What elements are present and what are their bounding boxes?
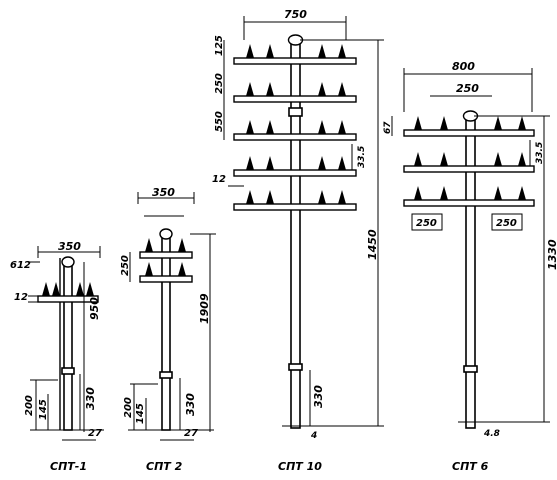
dim-height: 1330	[546, 239, 557, 270]
insulator-rows	[246, 44, 346, 204]
dim-box-left	[411, 213, 443, 231]
dim-box-right	[491, 213, 523, 231]
dim-tier-gap: 250	[120, 255, 131, 276]
figure-caption: СПТ 6	[452, 460, 489, 473]
pole-joint	[288, 107, 303, 117]
dim-top: 125	[214, 35, 225, 56]
dim-top-width: 750	[284, 8, 307, 21]
dim-base: 4	[310, 431, 317, 441]
cross-arm	[403, 129, 535, 137]
cross-arm	[403, 199, 535, 207]
insulator-rows	[414, 116, 526, 200]
insulator-icon	[76, 282, 84, 296]
dim-cross-gap: 12	[212, 174, 226, 185]
pole-shaft	[161, 233, 171, 431]
insulator-icon	[42, 282, 50, 296]
pole-cap	[159, 228, 173, 240]
pole-joint	[288, 363, 303, 371]
pole-joint	[61, 367, 75, 375]
insulator-icon	[246, 190, 346, 204]
cross-arm	[403, 165, 535, 173]
pole-cap	[61, 256, 75, 268]
dim-lower: 330	[184, 393, 197, 416]
insulator-row	[145, 238, 186, 276]
figure-caption: СПТ-1	[50, 460, 87, 473]
cross-arm	[233, 203, 357, 211]
dim-mid-width: 250	[456, 82, 479, 95]
dim-lower-mid: 145	[38, 399, 49, 420]
dim-lower-left: 200	[123, 397, 134, 418]
pole-joint	[463, 365, 478, 373]
figure-spt-2: 350 250 1909 330 200 145 27 СПТ 2	[120, 186, 216, 473]
dim-tier-a: 250	[214, 73, 225, 94]
insulator-icon	[52, 282, 60, 296]
insulator-icon	[246, 82, 346, 96]
cross-arm-upper	[139, 251, 193, 259]
insulator-icon	[246, 44, 346, 58]
figure-spt-6: 800 250 67 33.5 250 250 1330 4.8 СПТ 6	[383, 60, 557, 473]
dim-lower: 330	[312, 385, 325, 408]
pole-shaft	[465, 115, 476, 429]
cross-arm	[233, 133, 357, 141]
insulator-row	[42, 282, 94, 296]
insulator-icon	[86, 282, 94, 296]
figure-spt-10: 750 125 250 550 33.5 12 1450 330 4 СПТ 1…	[212, 8, 384, 473]
dim-height: 950	[88, 297, 101, 320]
insulator-icon	[178, 262, 186, 276]
figure-spt-1: 350 612 12 950 330 200 145 27 СПТ-1	[10, 240, 104, 473]
dim-cross-gap: 12	[14, 292, 28, 303]
figure-caption: СПТ 10	[278, 460, 322, 473]
dim-lower: 330	[84, 387, 97, 410]
dim-base: 4.8	[483, 429, 500, 439]
insulator-icon	[178, 238, 186, 252]
dim-height: 1450	[366, 229, 379, 260]
dim-base: 27	[184, 428, 198, 439]
dim-base: 27	[88, 428, 102, 439]
dim-lower-mid: 145	[135, 403, 146, 424]
dim-top-width: 350	[152, 186, 175, 199]
pole-shaft	[63, 261, 73, 431]
cross-arm	[233, 57, 357, 65]
insulator-icon	[246, 120, 346, 134]
dim-lower-left: 200	[24, 395, 35, 416]
cross-arm	[233, 95, 357, 103]
dim-left-arm: 250	[416, 218, 437, 229]
insulator-icon	[414, 116, 526, 130]
dim-top-offset: 612	[10, 260, 31, 271]
dim-tier-b: 550	[214, 111, 225, 132]
dim-top-width: 800	[452, 60, 475, 73]
insulator-icon	[145, 262, 153, 276]
dim-top-width: 350	[58, 240, 81, 253]
dim-right-arm: 250	[496, 218, 517, 229]
cross-arms	[233, 57, 357, 211]
cross-arm-lower	[139, 275, 193, 283]
cross-arm	[37, 295, 99, 303]
dim-insulator: 33.5	[535, 142, 545, 164]
figure-caption: СПТ 2	[146, 460, 183, 473]
pole-joint	[159, 371, 173, 379]
dim-tier: 67	[383, 121, 393, 134]
insulator-icon	[145, 238, 153, 252]
insulator-icon	[414, 186, 526, 200]
insulator-icon	[246, 156, 346, 170]
dim-insulator: 33.5	[357, 146, 367, 168]
cross-arm	[233, 169, 357, 177]
insulator-icon	[414, 152, 526, 166]
dim-height: 1909	[198, 293, 211, 324]
